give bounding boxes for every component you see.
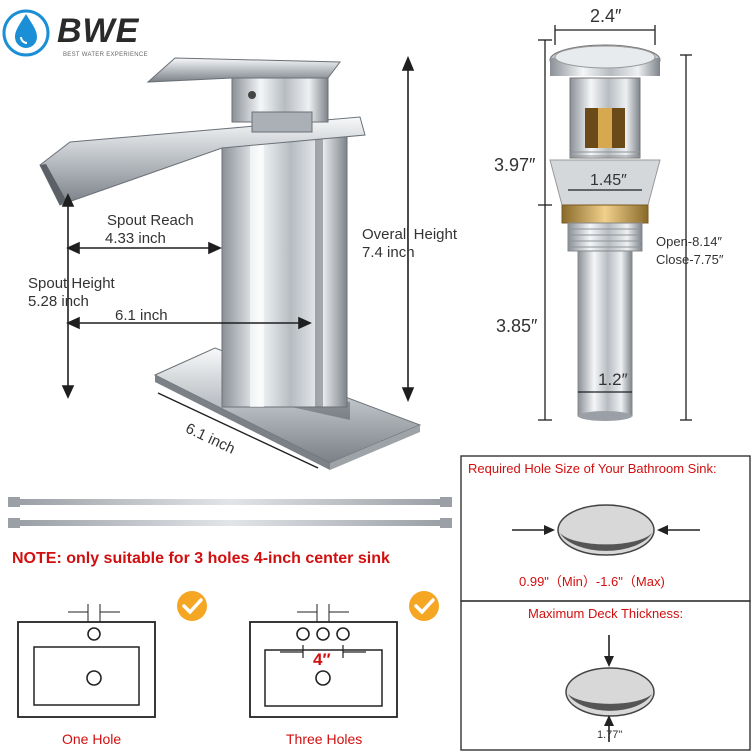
drain-open-length: Open-8.14″	[656, 234, 723, 249]
overall-height-label: Overall Height	[362, 226, 458, 243]
drain-inner-diameter: 1.45″	[590, 172, 627, 189]
drain-lower-height: 3.85″	[496, 316, 538, 336]
check-icon	[177, 591, 207, 621]
drain-upper-height: 3.97″	[494, 155, 536, 175]
drain-close-length: Close-7.75″	[656, 252, 724, 267]
spout-reach-value: 4.33 inch	[105, 230, 166, 247]
drain-dimension-lines	[538, 25, 692, 421]
compatibility-note: NOTE: only suitable for 3 holes 4-inch c…	[12, 550, 390, 567]
one-hole-label: One Hole	[62, 731, 122, 747]
spout-height-value: 5.28 inch	[28, 293, 89, 310]
brand-name: BWE	[57, 12, 140, 50]
overall-height-value: 7.4 inch	[362, 244, 415, 261]
three-hole-sink-diagram	[249, 604, 398, 718]
faucet-handle	[146, 57, 341, 133]
drain-assembly	[549, 44, 661, 421]
base-width-value: 6.1 inch	[115, 307, 168, 324]
one-hole-sink-diagram	[17, 604, 156, 718]
check-icon	[409, 591, 439, 621]
drain-pipe-diameter: 1.2″	[598, 370, 628, 389]
faucet-spout	[39, 116, 366, 206]
hole-size-range: 0.99"（Min）-1.6"（Max)	[519, 574, 665, 589]
faucet-body	[221, 134, 348, 408]
supply-hoses	[8, 497, 452, 528]
faucet-dimension-lines	[61, 55, 415, 469]
spout-height-label: Spout Height	[28, 275, 115, 292]
deck-thickness-title: Maximum Deck Thickness:	[528, 606, 684, 621]
deck-thickness-value: 1.77"	[597, 729, 623, 741]
drain-top-width: 2.4″	[590, 6, 622, 26]
three-holes-label: Three Holes	[286, 731, 363, 747]
hole-center-label: 4″	[313, 650, 331, 669]
logo-drop-icon	[2, 9, 50, 57]
spout-reach-label: Spout Reach	[107, 212, 194, 229]
hole-size-title: Required Hole Size of Your Bathroom Sink…	[468, 461, 717, 476]
brand-tagline: BEST WATER EXPERIENCE	[63, 52, 148, 58]
deck-thickness-box	[460, 600, 751, 751]
